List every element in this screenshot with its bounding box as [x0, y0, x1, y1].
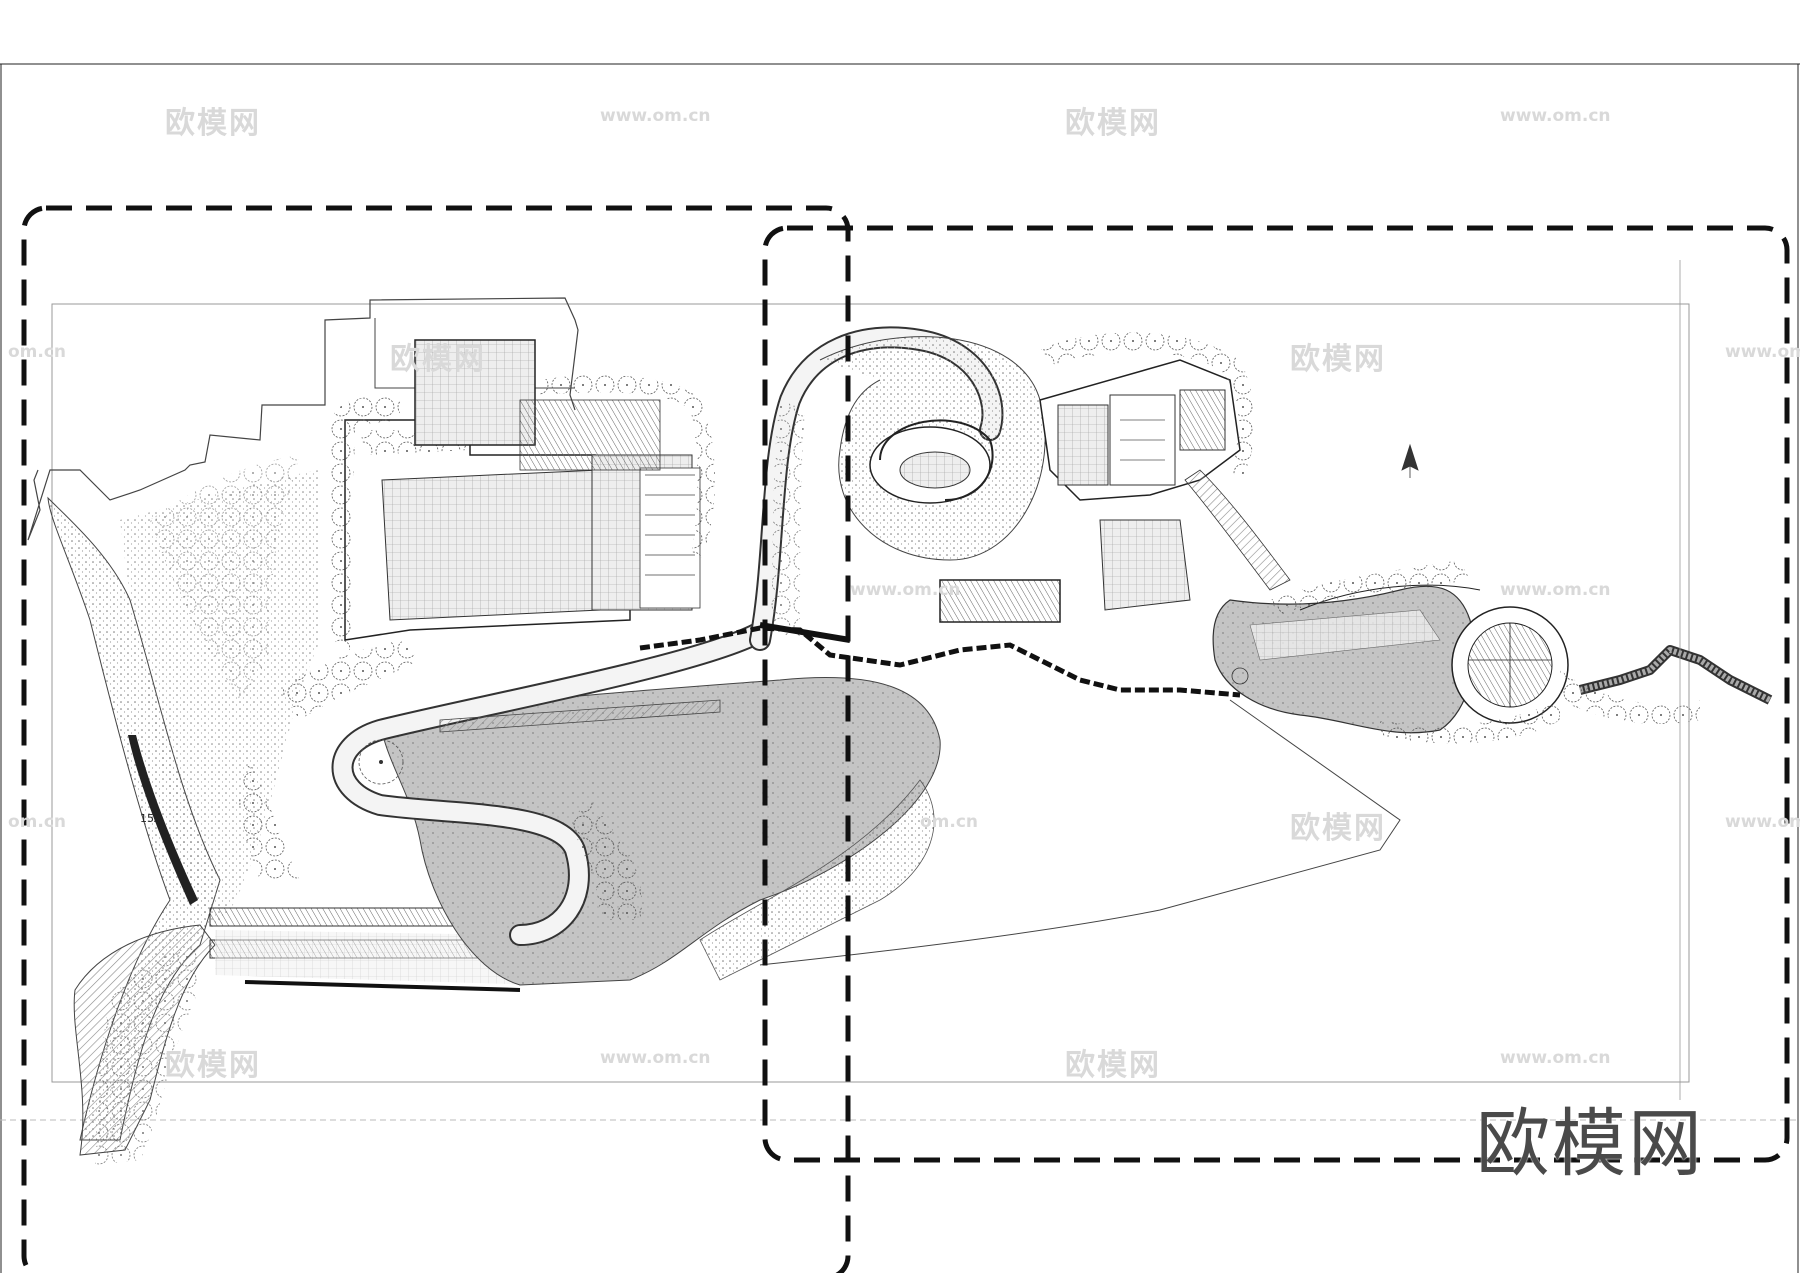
zigzag-trail	[1560, 645, 1773, 724]
dashed-frame-right	[762, 225, 1790, 1163]
watermark-logo-large: 欧模网	[1476, 1101, 1704, 1187]
main-building	[344, 339, 701, 641]
tree-clusters-center	[239, 640, 642, 920]
drawing-frame	[51, 303, 1690, 1083]
site-boundary	[27, 297, 579, 541]
right-site-boundary	[759, 699, 1401, 966]
right-tree-belt	[1270, 560, 1560, 744]
connector-pavilion	[939, 579, 1061, 623]
promenade-bands	[209, 907, 540, 992]
dark-walkway	[639, 622, 1241, 698]
area-mark-15a: 15A	[140, 812, 162, 825]
right-building-complex	[1039, 332, 1291, 611]
dashed-frame-left	[21, 205, 851, 1273]
sheet-border	[0, 63, 1800, 1273]
hairpin-loop	[819, 336, 1046, 561]
retaining-wall-left	[128, 735, 198, 905]
right-water-feature	[1212, 584, 1569, 734]
north-arrow-icon	[1401, 443, 1419, 478]
building-tree-ring	[330, 395, 400, 650]
